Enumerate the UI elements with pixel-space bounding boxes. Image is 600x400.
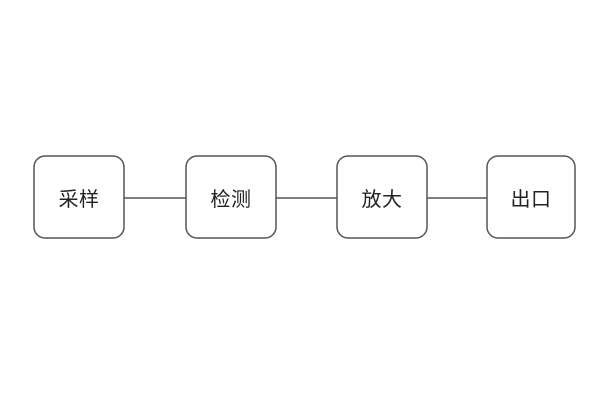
node-detection-box[interactable] (185, 155, 277, 239)
node-detection-label: 检测 (211, 187, 252, 211)
node-detection[interactable]: 检测 (185, 155, 277, 239)
node-sampling-label: 采样 (59, 187, 100, 211)
node-sampling[interactable]: 采样 (33, 155, 125, 239)
node-amplification[interactable]: 放大 (336, 155, 428, 239)
node-sampling-box[interactable] (33, 155, 125, 239)
node-amplification-label: 放大 (362, 187, 403, 211)
node-amplification-box[interactable] (336, 155, 428, 239)
node-outlet-box[interactable] (486, 155, 576, 239)
node-outlet-label: 出口 (511, 187, 552, 211)
node-outlet[interactable]: 出口 (486, 155, 576, 239)
